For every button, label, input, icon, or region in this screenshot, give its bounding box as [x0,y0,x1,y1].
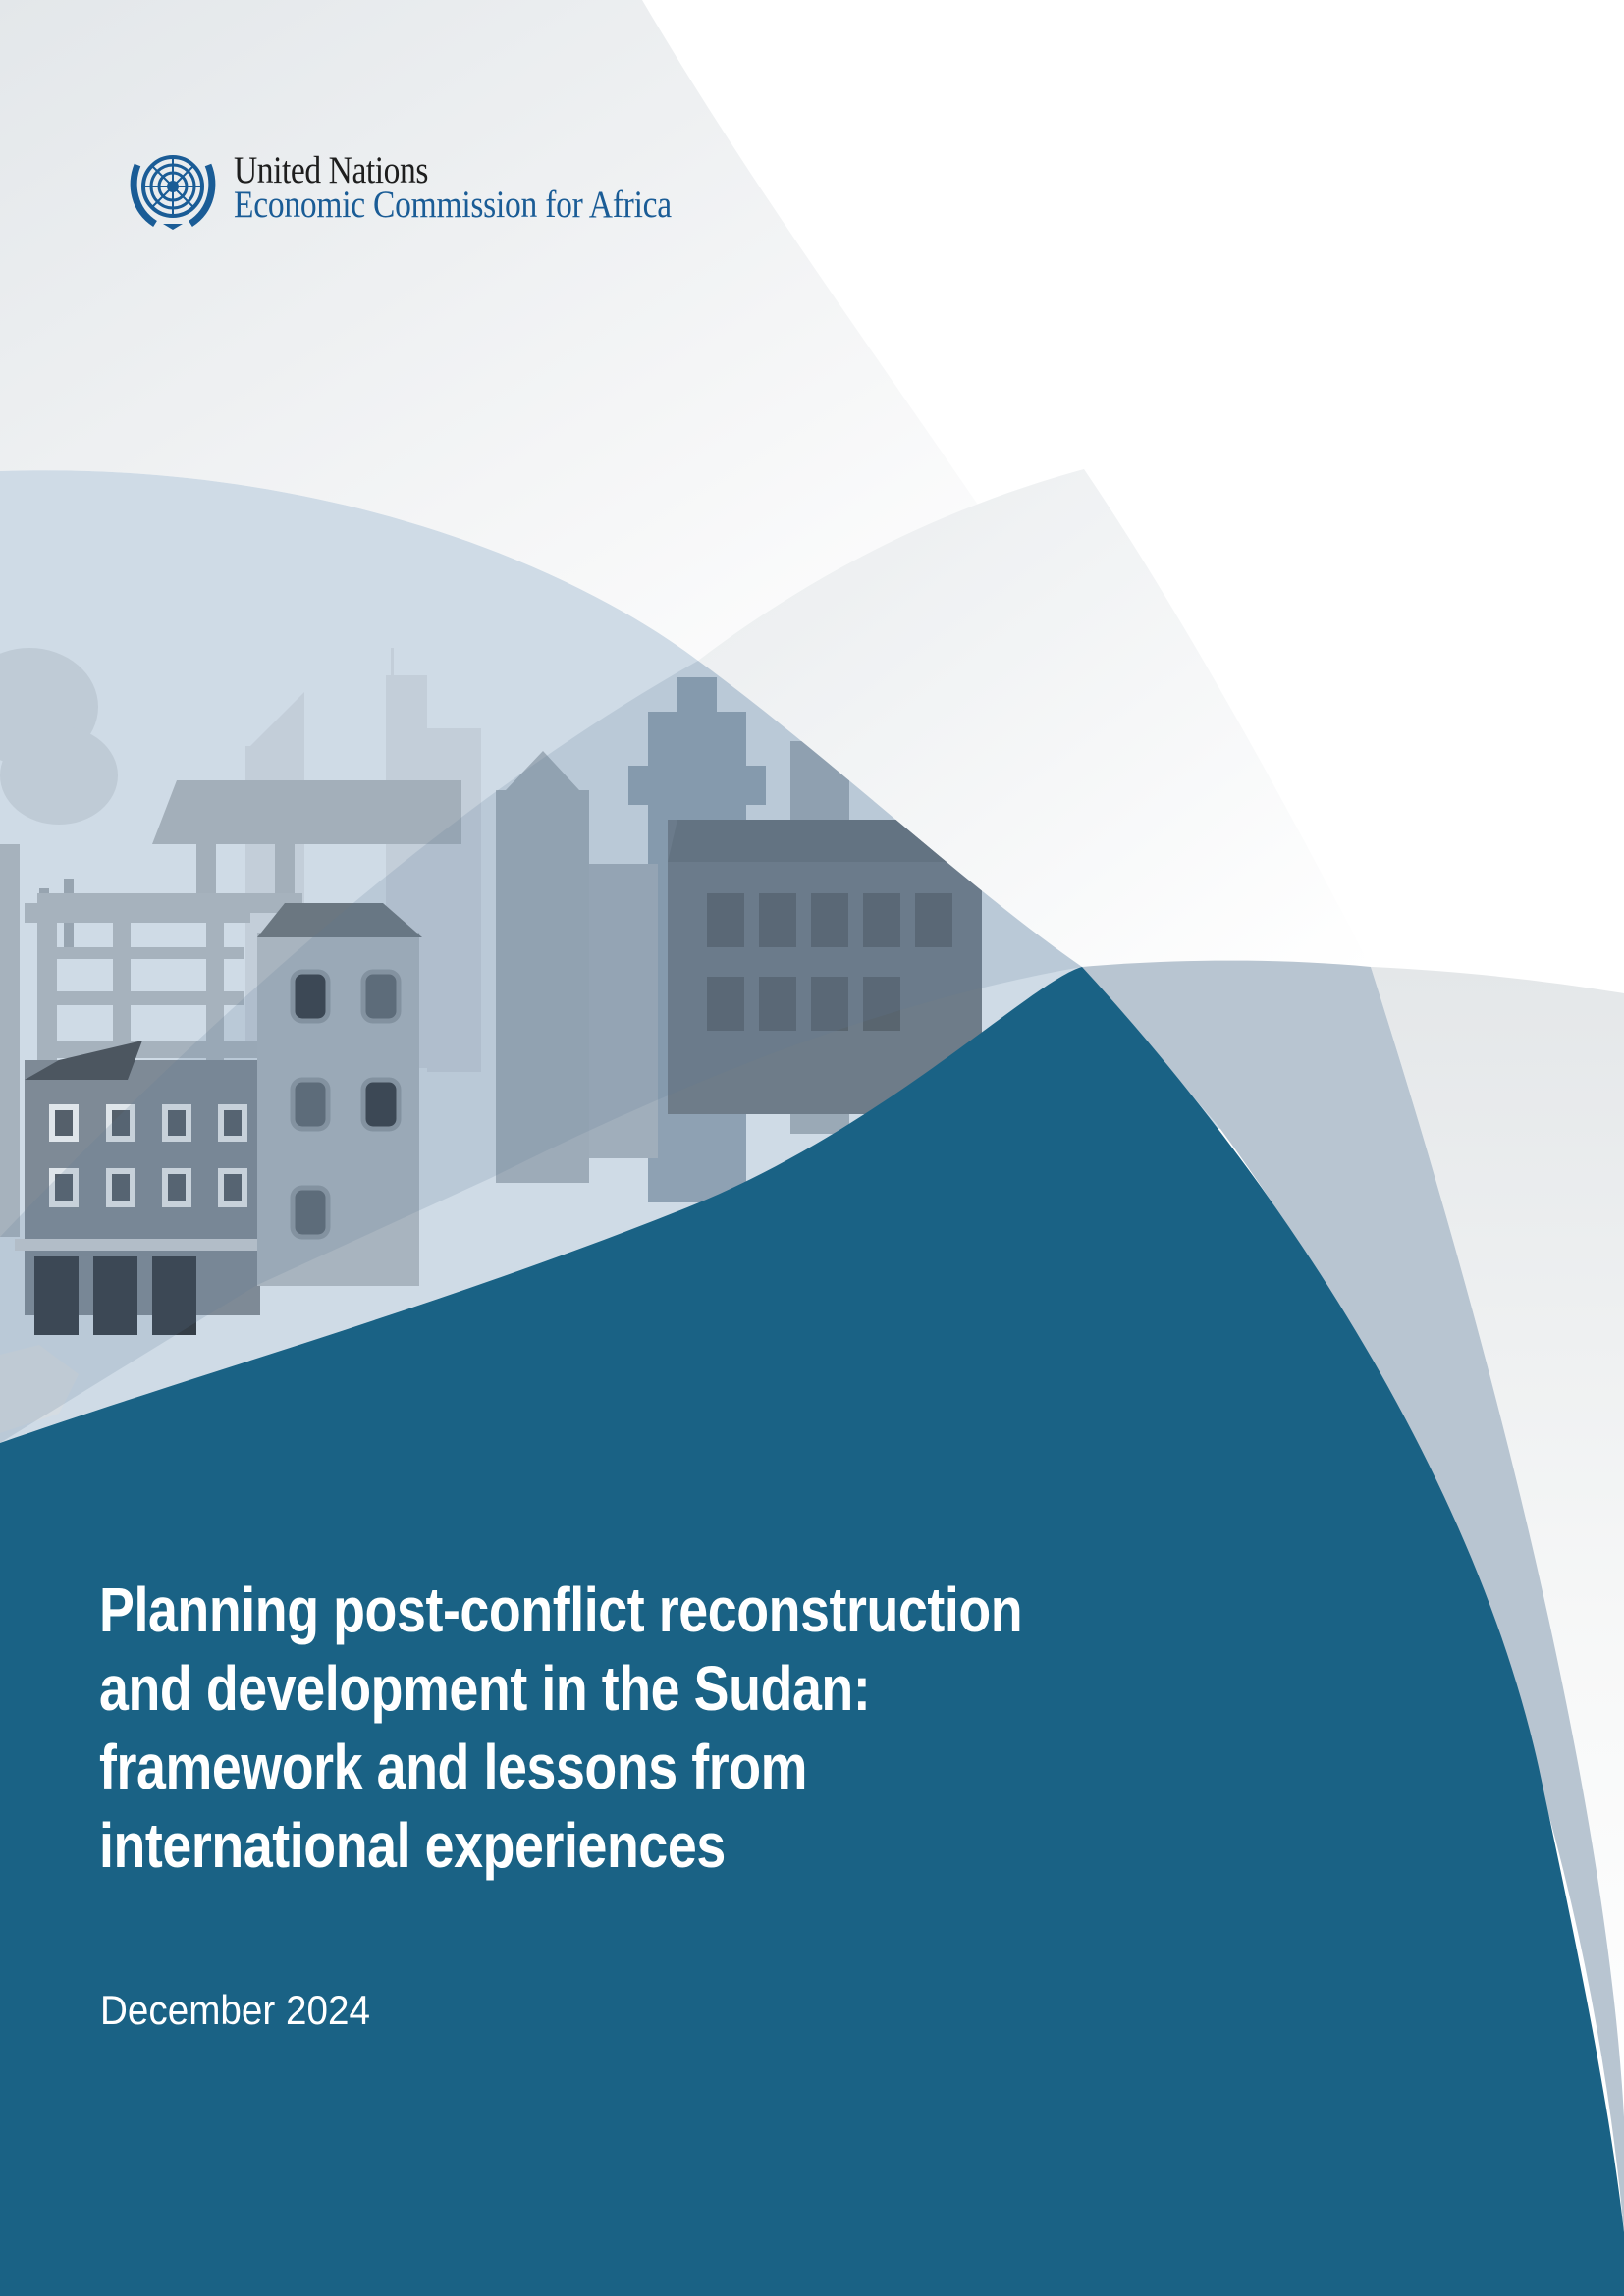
city-illustration [0,648,982,1433]
logo-line-economic-commission: Economic Commission for Africa [234,184,672,226]
title-line-3: framework and lessons from [99,1732,808,1802]
un-emblem-icon [130,155,216,230]
title-line-2: and development in the Sudan: [99,1653,871,1724]
title-line-4: international experiences [99,1810,726,1881]
publisher-logo: United Nations Economic Commission for A… [126,143,743,234]
logo-line-united-nations: United Nations [234,149,428,191]
title-line-1: Planning post-conflict reconstruction [99,1575,1023,1645]
publication-date: December 2024 [100,1987,370,2033]
report-title: Planning post-conflict reconstruction an… [99,1571,1023,1885]
